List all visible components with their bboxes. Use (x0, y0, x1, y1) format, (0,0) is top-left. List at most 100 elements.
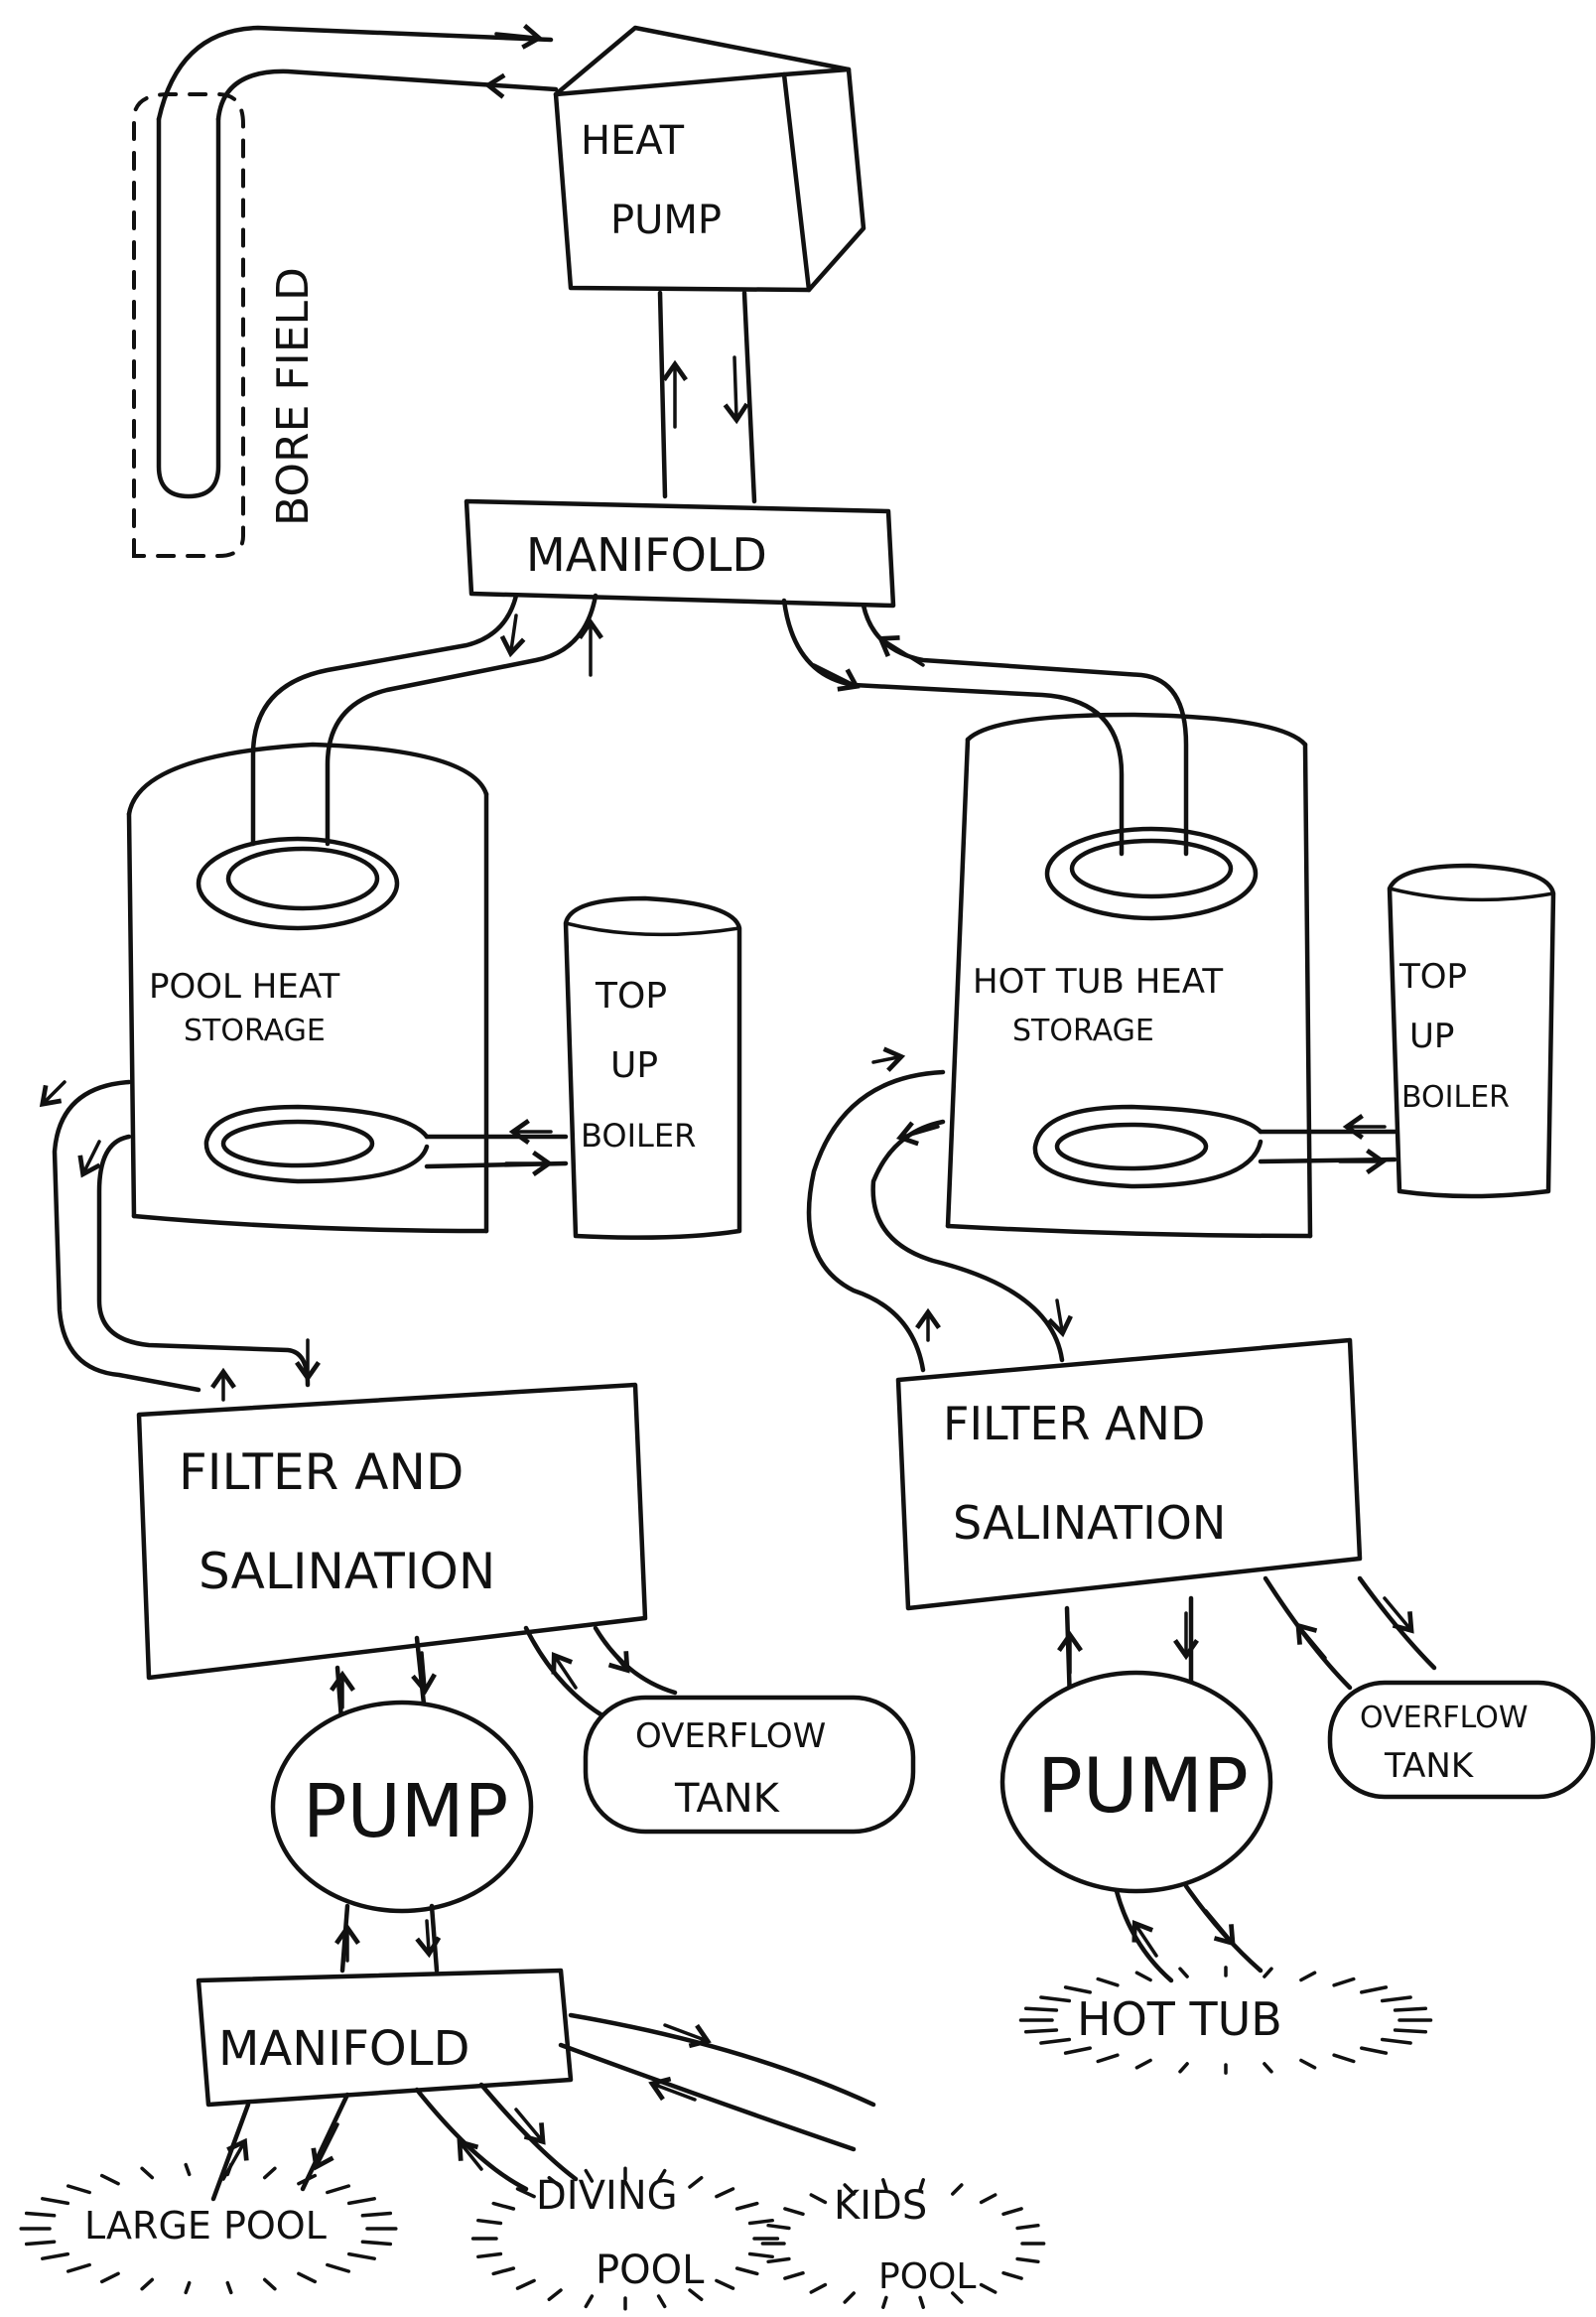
filter-right-label-2: SALINATION (953, 1496, 1226, 1550)
burst-tick (99, 2173, 120, 2186)
hottub-storage-label-1: HOT TUB HEAT (973, 962, 1223, 1002)
pump-left: PUMP (270, 1700, 534, 1914)
burst-tick (140, 2277, 155, 2291)
burst-tick (225, 2280, 233, 2295)
overflow-left-label-1: OVERFLOW (635, 1716, 826, 1756)
bore-field: BORE FIELD (132, 92, 319, 558)
burst-tick (1263, 1967, 1273, 1978)
burst-tick (1039, 1995, 1072, 2003)
bore-field-label: BORE FIELD (268, 267, 319, 526)
burst-tick (99, 2271, 120, 2284)
burst-tick (476, 2251, 503, 2259)
burst-tick (688, 2288, 704, 2302)
pool-heat-storage: POOL HEAT STORAGE (126, 742, 489, 1234)
pipe-hottub-boiler (1258, 1114, 1397, 1174)
burst-tick (747, 2251, 774, 2259)
hottub-heat-storage: HOT TUB HEAT STORAGE (945, 712, 1313, 1239)
burst-tick (1001, 2270, 1023, 2280)
burst-tick (656, 2168, 667, 2183)
burst-tick (515, 2278, 536, 2290)
burst-tick (346, 2251, 376, 2260)
pump-right: PUMP (999, 1670, 1273, 1894)
burst-tick (809, 2193, 828, 2205)
burst-tick (1178, 2062, 1189, 2074)
pipe-pump-left-manifold (334, 1903, 442, 1974)
burst-tick (1263, 2062, 1273, 2074)
burst-tick (262, 2166, 277, 2180)
burst-tick (66, 2184, 91, 2195)
burst-tick (1039, 2037, 1072, 2045)
burst-tick (547, 2288, 563, 2302)
burst-tick (584, 2168, 595, 2183)
burst-tick (1332, 2053, 1356, 2064)
diving-pool-label-2: POOL (596, 2248, 705, 2293)
burst-tick (1134, 1971, 1152, 1982)
burst-tick (809, 2282, 828, 2294)
burst-tick (951, 2183, 964, 2196)
burst-tick (1063, 2046, 1092, 2055)
burst-tick (41, 2251, 70, 2260)
burst-tick (360, 2211, 393, 2218)
burst-tick (24, 2240, 57, 2247)
pipe-filter-right-pump (1057, 1575, 1437, 1705)
burst-tick (951, 2291, 964, 2304)
burst-tick (491, 2201, 516, 2211)
burst-tick (1015, 2256, 1040, 2264)
burst-tick (66, 2262, 91, 2273)
boiler-right-label-2: UP (1409, 1017, 1454, 1056)
burst-tick (1393, 2006, 1428, 2012)
burst-tick (1380, 2037, 1412, 2045)
manifold-bottom-label: MANIFOLD (218, 2021, 469, 2077)
large-pool-label: LARGE POOL (84, 2204, 327, 2248)
burst-tick (783, 2207, 805, 2217)
pool-storage-label-1: POOL HEAT (149, 967, 339, 1007)
burst-tick (715, 2278, 735, 2290)
burst-tick (326, 2262, 351, 2273)
filter-right: FILTER AND SALINATION (895, 1337, 1363, 1611)
pipe-pump-right-hottub (1114, 1883, 1264, 1983)
filter-left-label-1: FILTER AND (179, 1443, 464, 1501)
burst-tick (1360, 2046, 1389, 2055)
burst-tick (783, 2270, 805, 2280)
burst-tick (140, 2166, 155, 2180)
pump-left-label: PUMP (303, 1769, 508, 1854)
burst-tick (1332, 1976, 1356, 1987)
burst-tick (297, 2173, 318, 2186)
large-pool: LARGE POOL (19, 2162, 398, 2295)
burst-tick (1096, 2053, 1120, 2064)
burst-tick (515, 2187, 536, 2199)
overflow-left-label-2: TANK (674, 1776, 781, 1822)
burst-tick (881, 2178, 888, 2192)
pipe-manifold-pool-storage (250, 593, 603, 847)
burst-tick (881, 2295, 888, 2309)
overflow-right-label-1: OVERFLOW (1360, 1701, 1529, 1735)
burst-tick (1380, 1995, 1412, 2003)
overflow-left: OVERFLOW TANK (583, 1695, 916, 1835)
burst-tick (979, 2193, 998, 2205)
heat-pump-label-2: PUMP (610, 198, 722, 243)
burst-tick (979, 2282, 998, 2294)
bore-pipe (156, 23, 559, 122)
burst-tick (476, 2218, 503, 2226)
boiler-right-label-3: BOILER (1401, 1080, 1510, 1115)
top-up-boiler-right: TOP UP BOILER (1387, 863, 1556, 1199)
burst-tick (584, 2294, 595, 2309)
burst-tick (1393, 2028, 1428, 2034)
burst-tick (1360, 1985, 1389, 1994)
burst-tick (734, 2201, 759, 2211)
kids-pool: KIDS POOL (760, 2178, 1046, 2309)
burst-tick (1001, 2207, 1023, 2217)
boiler-right-label-1: TOP (1398, 957, 1467, 997)
burst-tick (1178, 1967, 1189, 1978)
overflow-right: OVERFLOW TANK (1327, 1680, 1596, 1800)
pipe-pool-storage-filter (39, 1079, 321, 1402)
pipe-hottub-storage-filter (806, 1046, 1073, 1373)
heat-pump-label-1: HEAT (581, 118, 685, 164)
burst-tick (184, 2162, 192, 2177)
burst-tick (766, 2223, 791, 2231)
burst-tick (1023, 2028, 1059, 2034)
burst-tick (41, 2197, 70, 2206)
hot-tub-label: HOT TUB (1077, 1992, 1282, 2046)
burst-tick (1134, 2058, 1152, 2070)
overflow-right-label-2: TANK (1384, 1746, 1475, 1786)
